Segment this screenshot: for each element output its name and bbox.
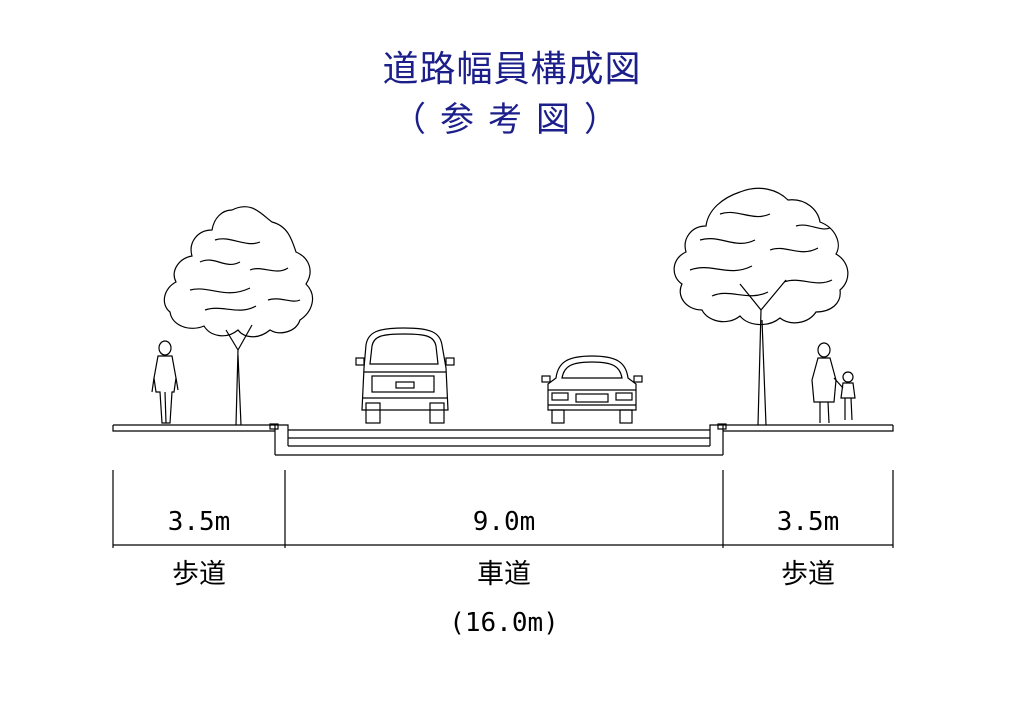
dim-roadway: 9.0m	[473, 507, 536, 537]
mother-and-child-figure	[811, 342, 856, 424]
label-right-sidewalk: 歩道	[781, 559, 835, 590]
label-left-sidewalk: 歩道	[172, 559, 226, 590]
minivan	[355, 327, 455, 424]
page-subtitle: （参考図）	[392, 100, 632, 140]
dim-left-sidewalk: 3.5m	[168, 507, 231, 537]
dim-right-sidewalk: 3.5m	[777, 507, 840, 537]
label-roadway: 車道	[477, 559, 531, 590]
tree-icon	[673, 187, 849, 426]
sedan	[541, 355, 643, 424]
dimension-lines	[112, 470, 894, 548]
pedestrian-figure	[151, 340, 179, 424]
page-title: 道路幅員構成図	[382, 49, 642, 90]
road-profile	[112, 423, 894, 456]
total-width: (16.0m)	[449, 608, 559, 638]
tree-icon	[163, 206, 314, 426]
